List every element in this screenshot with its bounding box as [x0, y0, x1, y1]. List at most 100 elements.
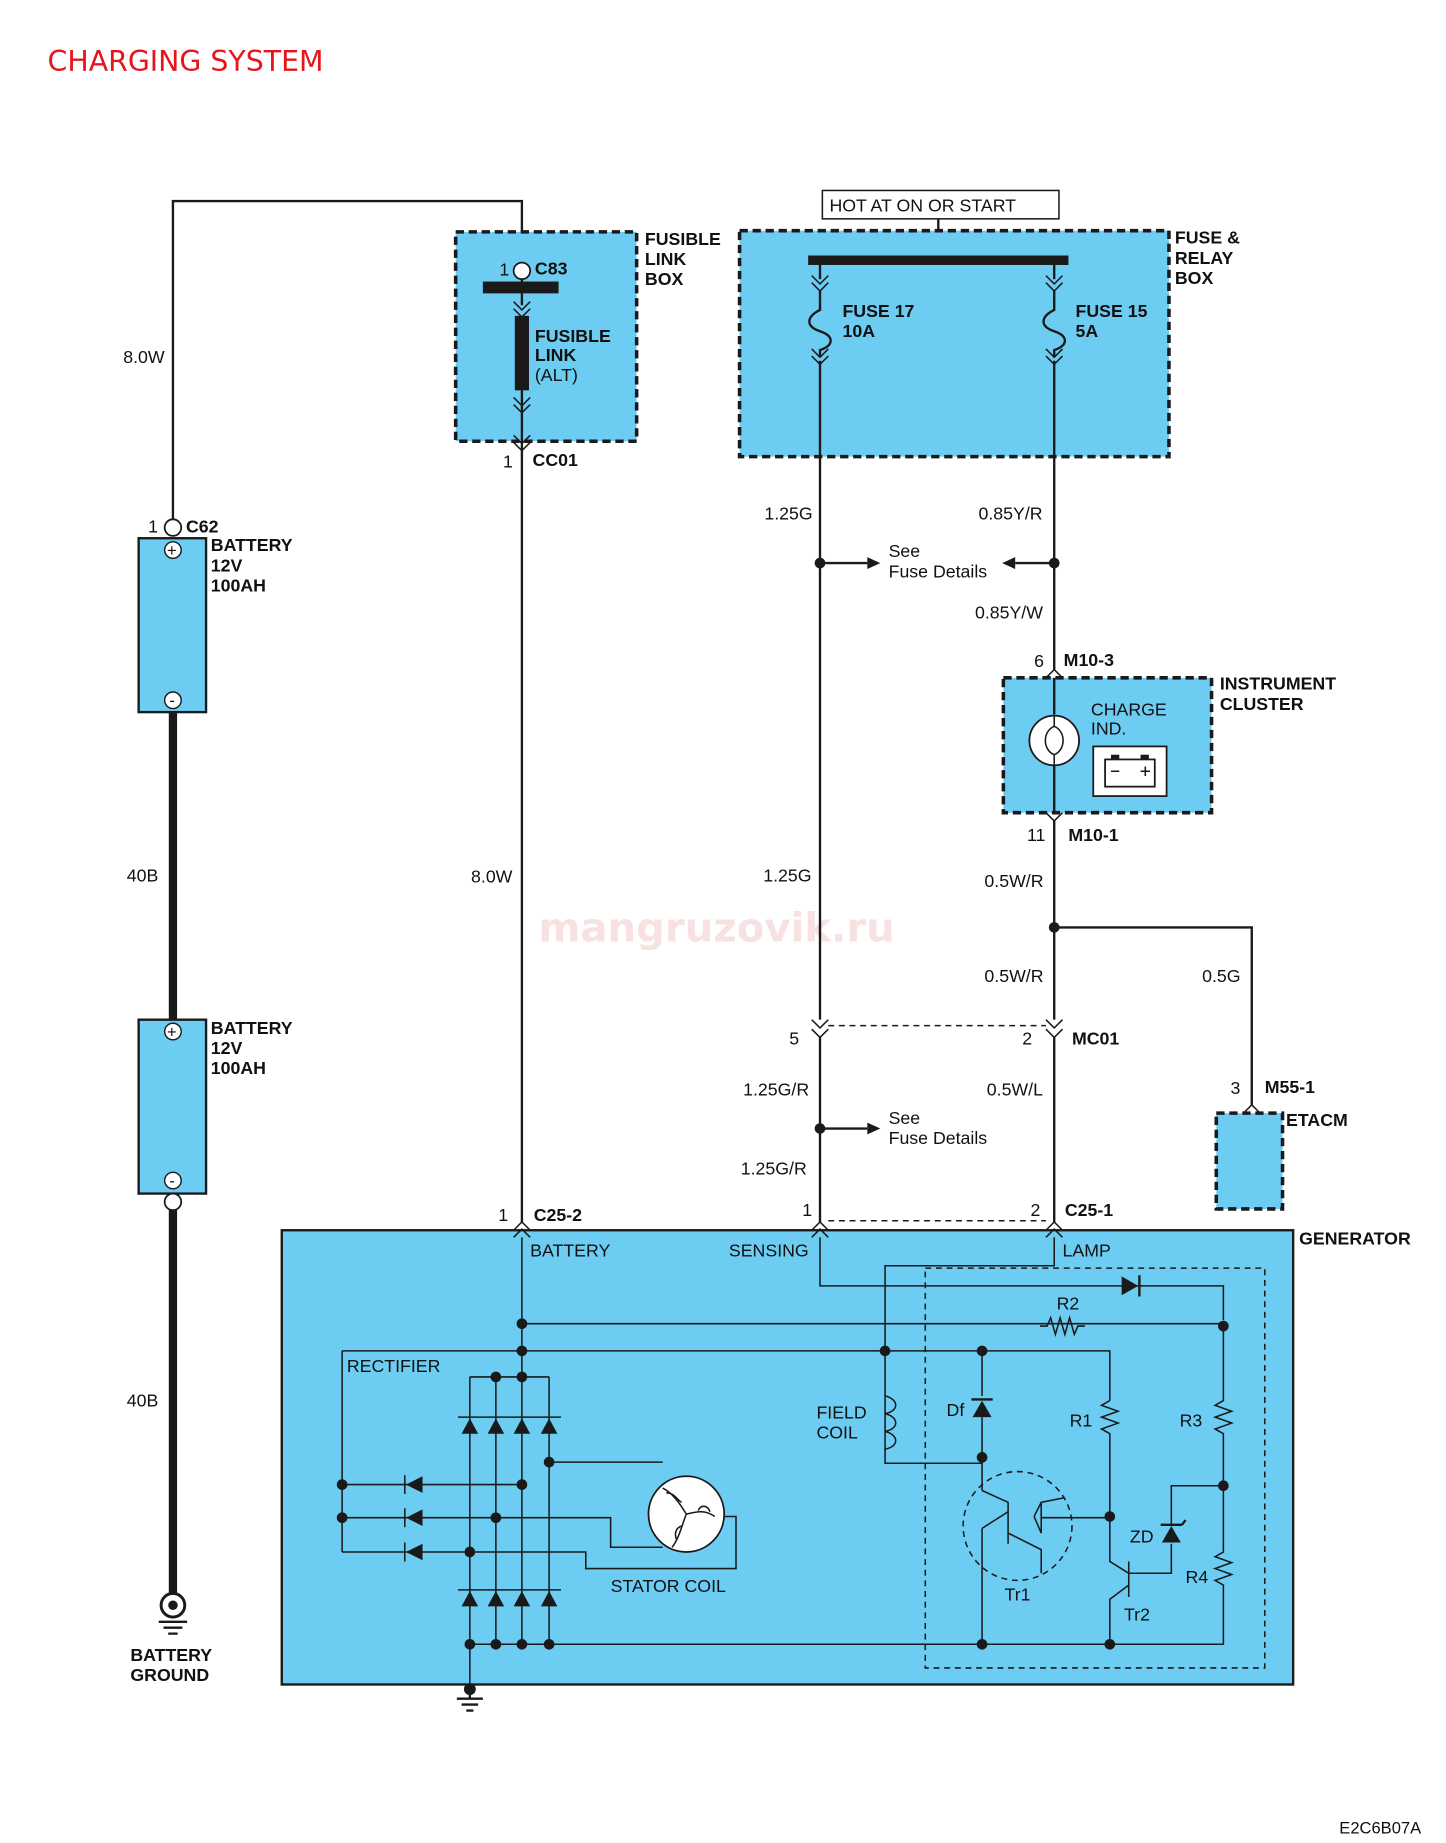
ground-junction-3: [516, 1638, 528, 1650]
zd-zener-bar: [1160, 1519, 1187, 1526]
generator-outline: [280, 1229, 1295, 1686]
battery-ground-label-2: GROUND: [130, 1665, 209, 1685]
fusible-link-box-title-3: BOX: [645, 269, 684, 289]
wire-label-mc01-lamp: 0.5W/L: [987, 1079, 1043, 1099]
fusible-link-label-2: LINK: [535, 345, 577, 365]
zd-zener-icon: [1161, 1525, 1181, 1543]
mc01-right-connector-icon: [1045, 1019, 1064, 1039]
fuse17-rating: 10A: [842, 321, 875, 341]
zd-label: ZD: [1130, 1527, 1154, 1547]
gen-field-supply-wire: [521, 1350, 1111, 1401]
m10-3-connector-icon: [1045, 668, 1064, 679]
df-top-junction: [976, 1345, 988, 1357]
battery-1-minus-icon: [163, 691, 182, 710]
mc01-connector-label: MC01: [1072, 1029, 1119, 1049]
fuse17-name: FUSE 17: [842, 301, 914, 321]
battery-circuit: 8.0W 1 C62 + - BATTERY 12V 100AH 40B + -…: [123, 199, 524, 1685]
hot-at-label: HOT AT ON OR START: [829, 196, 1016, 216]
field-coil-icon: [884, 1395, 897, 1450]
c25-1-sense-connector-icon: [811, 1220, 829, 1238]
fusible-link-box: FUSIBLE LINK BOX 1 C83 FUSIBLE LINK (ALT…: [453, 229, 721, 471]
df-label: Df: [947, 1400, 965, 1420]
battery-warning-icon: [1092, 745, 1168, 797]
battery-2-label-2: 12V: [211, 1038, 243, 1058]
r3-r4-resistor-icon: [491, 1384, 1234, 1646]
rect-top-junction-1: [490, 1371, 502, 1383]
see-fuse-details-arrow-icon-2: [867, 1122, 881, 1135]
batt-field-junction: [516, 1345, 528, 1357]
fuse17-element-icon: [808, 291, 832, 358]
field-coil-label-2: COIL: [816, 1422, 858, 1442]
m55-1-pin: 3: [1230, 1078, 1240, 1098]
rectifier-bridge-wires: [469, 1376, 550, 1645]
fuse-relay-box-title-2: RELAY: [1175, 248, 1234, 268]
c25-2-connector-label: C25-2: [534, 1205, 582, 1225]
battery-1-plus: +: [167, 541, 177, 560]
fuse15-rating: 5A: [1076, 321, 1099, 341]
battery-2: [137, 1018, 208, 1195]
field-coil-label-1: FIELD: [816, 1402, 866, 1422]
see-fuse-details-1-line2: Fuse Details: [889, 561, 988, 581]
mc01-pin-left: 5: [789, 1029, 799, 1049]
battery-1-plus-icon: [163, 541, 182, 560]
battery-2-plus: +: [167, 1022, 177, 1041]
fuse-relay-box-title-3: BOX: [1175, 268, 1214, 288]
battery-2-label-3: 100AH: [211, 1058, 266, 1078]
stator-coil-label: STATOR COIL: [611, 1576, 726, 1596]
mc01-left-connector-icon: [811, 1019, 829, 1039]
r2-resistor-icon: [1040, 1314, 1085, 1338]
c62-connector-label: C62: [186, 516, 219, 536]
c25-1-lamp-connector-icon: [1045, 1220, 1064, 1238]
fuse-bus-bar: [808, 255, 1069, 265]
wire-label-etacm: 0.5G: [1202, 966, 1240, 986]
r1-label: R1: [1070, 1411, 1093, 1431]
wire-label-cluster-junction: 0.5W/R: [984, 871, 1043, 891]
wire-label-sense-b: 1.25G/R: [741, 1159, 807, 1179]
battery-2-minus-icon: [163, 1171, 182, 1190]
terminal-sensing-label: SENSING: [729, 1240, 809, 1260]
ground-junction-2: [490, 1638, 502, 1650]
rectifier-upper-diodes-icon: [458, 1416, 561, 1434]
fusible-link-note: (ALT): [535, 365, 578, 385]
wire-label-sense-a: 1.25G/R: [743, 1079, 809, 1099]
sensing-circuit: 1.25G See Fuse Details 1.25G 5 1.25G/R S…: [741, 360, 988, 1222]
stator-coil-icon: [647, 1475, 726, 1553]
wire-label-fuse17-out: 1.25G: [764, 503, 812, 523]
wire-label-fuse15-out: 0.85Y/R: [979, 503, 1043, 523]
battery-ground-icon: [158, 1591, 188, 1635]
fusible-link-box-title-2: LINK: [645, 249, 687, 269]
regulator-dashed-outline: [924, 1267, 1266, 1669]
zd-wire: [1135, 1484, 1224, 1575]
tr1-dashed-circle-icon: [962, 1470, 1073, 1582]
fuse-relay-box-outline: [737, 228, 1171, 459]
cc01-connector-label: CC01: [533, 450, 578, 470]
c25-2-connector-icon: [513, 1220, 531, 1238]
hot-at-label-box: [821, 189, 1060, 220]
c25-2-pin: 1: [498, 1205, 508, 1225]
ground-junction-4: [543, 1638, 555, 1650]
instrument-cluster-title-1: INSTRUMENT: [1220, 674, 1336, 694]
gen-lamp-wire: [884, 1237, 1055, 1465]
r4-label: R4: [1186, 1567, 1209, 1587]
battery-1-label-3: 100AH: [211, 575, 266, 595]
fusible-link-element: [514, 315, 529, 391]
fuse-relay-box: HOT AT ON OR START FUSE & RELAY BOX FUSE…: [737, 189, 1240, 459]
see-fuse-details-arrow-icon-1: [867, 557, 881, 569]
charge-ind-label-2: IND.: [1091, 719, 1126, 739]
battery-2-label-1: BATTERY: [211, 1018, 293, 1038]
fusible-bus-bar: [482, 281, 559, 294]
m10-3-pin: 6: [1034, 651, 1044, 671]
wire-label-fuse17-mid: 1.25G: [763, 865, 811, 885]
fusible-link-box-outline: [453, 230, 639, 444]
df-bottom-junction: [976, 1452, 988, 1463]
c83-pin: 1: [499, 260, 509, 280]
tr2-transistor-icon: [1109, 1516, 1136, 1645]
r1-resistor-icon: [1099, 1399, 1121, 1517]
wire-label-batt-fusible: 8.0W: [123, 347, 165, 367]
charge-lamp-icon: [1028, 714, 1080, 767]
gen-sensing-wire: [819, 1237, 1225, 1321]
m55-1-connector-icon: [1242, 1103, 1261, 1114]
r3-label: R3: [1180, 1411, 1203, 1431]
charge-ind-label-1: CHARGE: [1091, 700, 1167, 720]
fuse15-name: FUSE 15: [1076, 301, 1148, 321]
